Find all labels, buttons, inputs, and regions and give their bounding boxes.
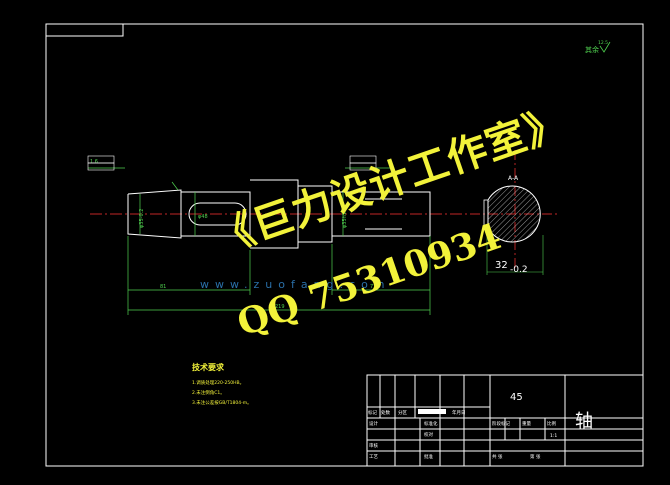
- dia-left: φ35-0.2: [139, 209, 145, 228]
- label-zone: 分区: [398, 409, 407, 416]
- dia-right: φ35h11: [342, 209, 348, 228]
- tolerance-frames: [87, 155, 377, 171]
- note-line-3: 3.未注公差按GB/T1804-m。: [192, 401, 252, 406]
- roughness-small: 1.6: [90, 159, 98, 165]
- label-total: 共 张: [492, 453, 503, 460]
- section-width: 32: [495, 260, 508, 271]
- technical-notes: 技术要求: [192, 362, 224, 373]
- label-check: 校对: [424, 431, 433, 438]
- dim-right: 71: [370, 284, 376, 290]
- label-mark: 标记: [368, 409, 377, 416]
- notes-title: 技术要求: [192, 363, 224, 372]
- label-approve: 批准: [424, 453, 433, 460]
- note-line-1: 1.调质处理220-250HB。: [192, 381, 245, 386]
- drawing-frame: [45, 23, 644, 467]
- label-weight: 重量: [522, 420, 531, 427]
- label-sheet: 第 张: [530, 453, 541, 460]
- label-ratio: 比例: [547, 420, 556, 427]
- surface-rest-label: 其余: [585, 45, 599, 54]
- label-review: 审核: [369, 442, 378, 449]
- material-value: 45: [510, 392, 523, 403]
- title-block: [366, 374, 644, 467]
- label-standardize: 标准化: [424, 420, 438, 427]
- roughness-rest-value: 12.5: [598, 40, 608, 46]
- dimension-lines: [88, 167, 431, 315]
- label-date: 年月日: [452, 409, 466, 416]
- dim-left: 81: [160, 284, 166, 290]
- dia-mid: φ48: [198, 214, 208, 220]
- label-stage: 阶段标记: [492, 420, 510, 427]
- scale-value: 1:1: [550, 433, 557, 439]
- label-process: 工艺: [369, 454, 378, 460]
- section-a-a: A-A 32 -0.2: [470, 150, 560, 275]
- note-line-2: 2.未注倒角C1。: [192, 391, 225, 396]
- label-design: 设计: [369, 420, 378, 427]
- surface-finish-rest: 其余 12.5: [585, 40, 611, 54]
- shaft-outline: [127, 179, 431, 249]
- ghost-watermark-site: www.zuofang.com: [200, 278, 391, 291]
- part-name: 轴: [575, 411, 593, 432]
- section-tolerance: -0.2: [510, 265, 528, 275]
- dim-total: 219: [275, 304, 285, 310]
- section-label: A-A: [508, 175, 519, 182]
- sign-block-fill: [418, 409, 446, 414]
- title-block-text: 标记 处数 分区 年月日 设计 标准化 校对 审核 工艺 批准 阶段标记 重量 …: [368, 392, 593, 460]
- dimension-texts: 219 81 71 φ35-0.2 φ35h11 φ48 1.6: [90, 159, 376, 310]
- label-count: 处数: [381, 409, 390, 416]
